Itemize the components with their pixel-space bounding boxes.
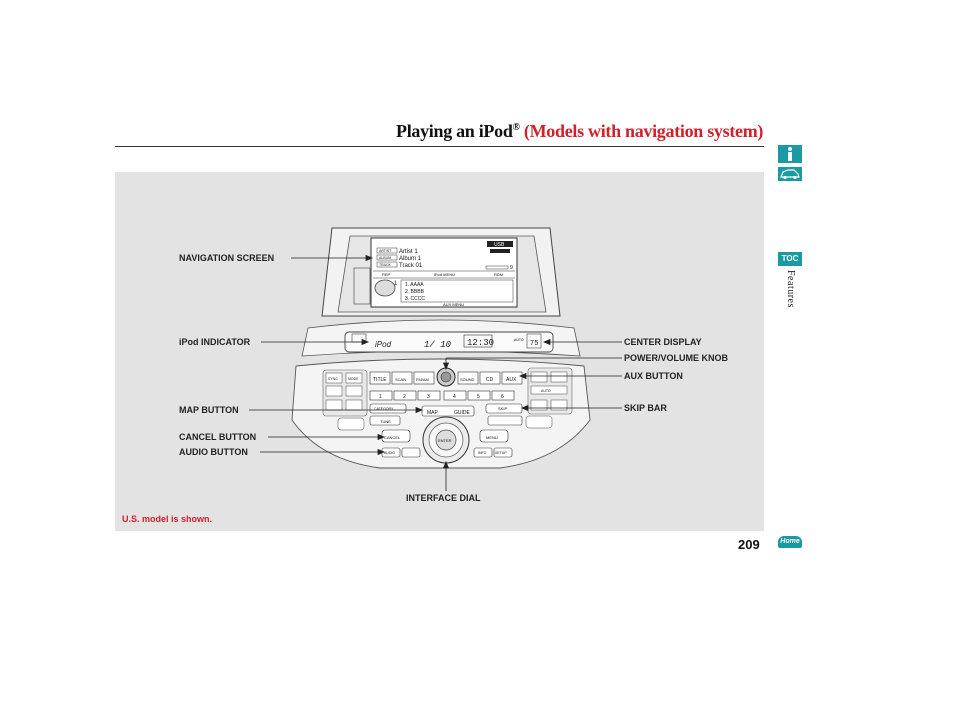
svg-text:SKIP: SKIP [498, 406, 507, 411]
btn-preset-2: 2 [403, 394, 406, 400]
screen-album: Album 1 [399, 256, 422, 262]
label-audio-button: AUDIO BUTTON [179, 447, 248, 457]
label-aux-button: AUX BUTTON [624, 371, 683, 381]
screen-track: Track 01 [399, 263, 423, 269]
nav-small-knob [374, 279, 396, 297]
label-cancel-button: CANCEL BUTTON [179, 432, 257, 442]
label-center-display: CENTER DISPLAY [624, 337, 702, 347]
section-tab-features[interactable]: Features [785, 270, 796, 308]
category-bar [369, 403, 407, 414]
car-glyph-icon [780, 169, 800, 180]
page-title: Playing an iPod® (Models with navigation… [396, 121, 763, 142]
btn-menu: MENU [486, 435, 498, 440]
btn-sound: SOUND [460, 377, 475, 382]
btn-info: INFO [478, 451, 487, 455]
page-number: 209 [738, 537, 760, 552]
screen-list-b: 2. BBBB [405, 289, 425, 295]
screen-tag-artist: ARTIST [379, 249, 392, 253]
btn-title: TITLE [373, 377, 387, 383]
btn-guide: GUIDE [454, 410, 471, 416]
display-auto: AUTO [514, 338, 524, 342]
btn-preset-3: 3 [427, 394, 430, 400]
title-registered-mark: ® [512, 122, 520, 133]
screen-tag-track: TRACK [379, 263, 392, 267]
btn-map: MAP [427, 410, 439, 416]
screen-track-number: 9 [510, 265, 513, 271]
screen-rep: REP [382, 272, 391, 277]
btn-preset-4: 4 [453, 394, 456, 400]
nav-screen-knob-area [353, 267, 371, 305]
label-power-volume-knob: POWER/VOLUME KNOB [624, 353, 729, 363]
display-temp: 75 [530, 340, 538, 348]
screen-artist: Artist 1 [399, 249, 418, 255]
btn-sync: SYNC [328, 377, 338, 381]
btn-tune: TUNE [380, 419, 391, 424]
skip-bar [485, 403, 523, 414]
screen-usb-badge [487, 241, 513, 247]
screen-list-a: 1. AAAA [405, 282, 424, 288]
label-map-button: MAP BUTTON [179, 405, 239, 415]
label-ipod-indicator: iPod INDICATOR [179, 337, 251, 347]
home-button[interactable]: Home [778, 536, 802, 548]
leader-lines [249, 254, 622, 491]
btn-preset-5: 5 [477, 394, 480, 400]
btn-aux: AUX [506, 377, 517, 383]
label-navigation-screen: NAVIGATION SCREEN [179, 253, 275, 263]
title-subtitle: (Models with navigation system) [523, 121, 764, 141]
title-main: Playing an iPod [396, 121, 513, 141]
screen-ipod-menu: iPod MENU [434, 272, 455, 277]
svg-text:USB: USB [494, 242, 505, 248]
label-skip-bar: SKIP BAR [624, 403, 667, 413]
info-glyph-icon [788, 147, 792, 161]
btn-audio: AUDIO [384, 451, 395, 455]
btn-cd: CD [486, 377, 494, 383]
screen-list-number: 1 [394, 281, 398, 287]
toc-button[interactable]: TOC [778, 252, 802, 266]
label-interface-dial: INTERFACE DIAL [406, 493, 481, 503]
display-track: 1/ 10 [424, 340, 452, 350]
screen-list-c: 3. CCCC [405, 296, 425, 302]
btn-fmam: FM/AM [416, 377, 429, 382]
btn-setup: SETUP [495, 451, 507, 455]
car-icon[interactable] [778, 167, 802, 181]
btn-cancel: CANCEL [384, 435, 401, 440]
display-time: 12:30 [467, 338, 494, 348]
btn-enter: ENTER [438, 438, 452, 443]
screen-tag-album: ALBUM [379, 256, 391, 260]
btn-preset-6: 6 [501, 394, 504, 400]
btn-scan: SCAN [395, 377, 406, 382]
svg-text:CATEGORY: CATEGORY [374, 407, 394, 411]
screen-rdm: RDM [494, 272, 503, 277]
btn-mode: MODE [348, 377, 359, 381]
model-note: U.S. model is shown. [122, 514, 213, 524]
preset-row: 1 2 3 4 5 6 [369, 390, 515, 401]
display-source: iPod [375, 340, 392, 349]
btn-preset-1: 1 [379, 394, 382, 400]
title-rule [115, 146, 764, 147]
btn-auto-hvac: AUTO [541, 389, 551, 393]
map-guide-bar [421, 405, 475, 417]
top-button-row: TITLE SCAN FM/AM SOUND CD AUX [369, 371, 523, 385]
info-icon[interactable] [778, 145, 802, 163]
screen-aux-menu: AUX MENU [443, 302, 464, 307]
